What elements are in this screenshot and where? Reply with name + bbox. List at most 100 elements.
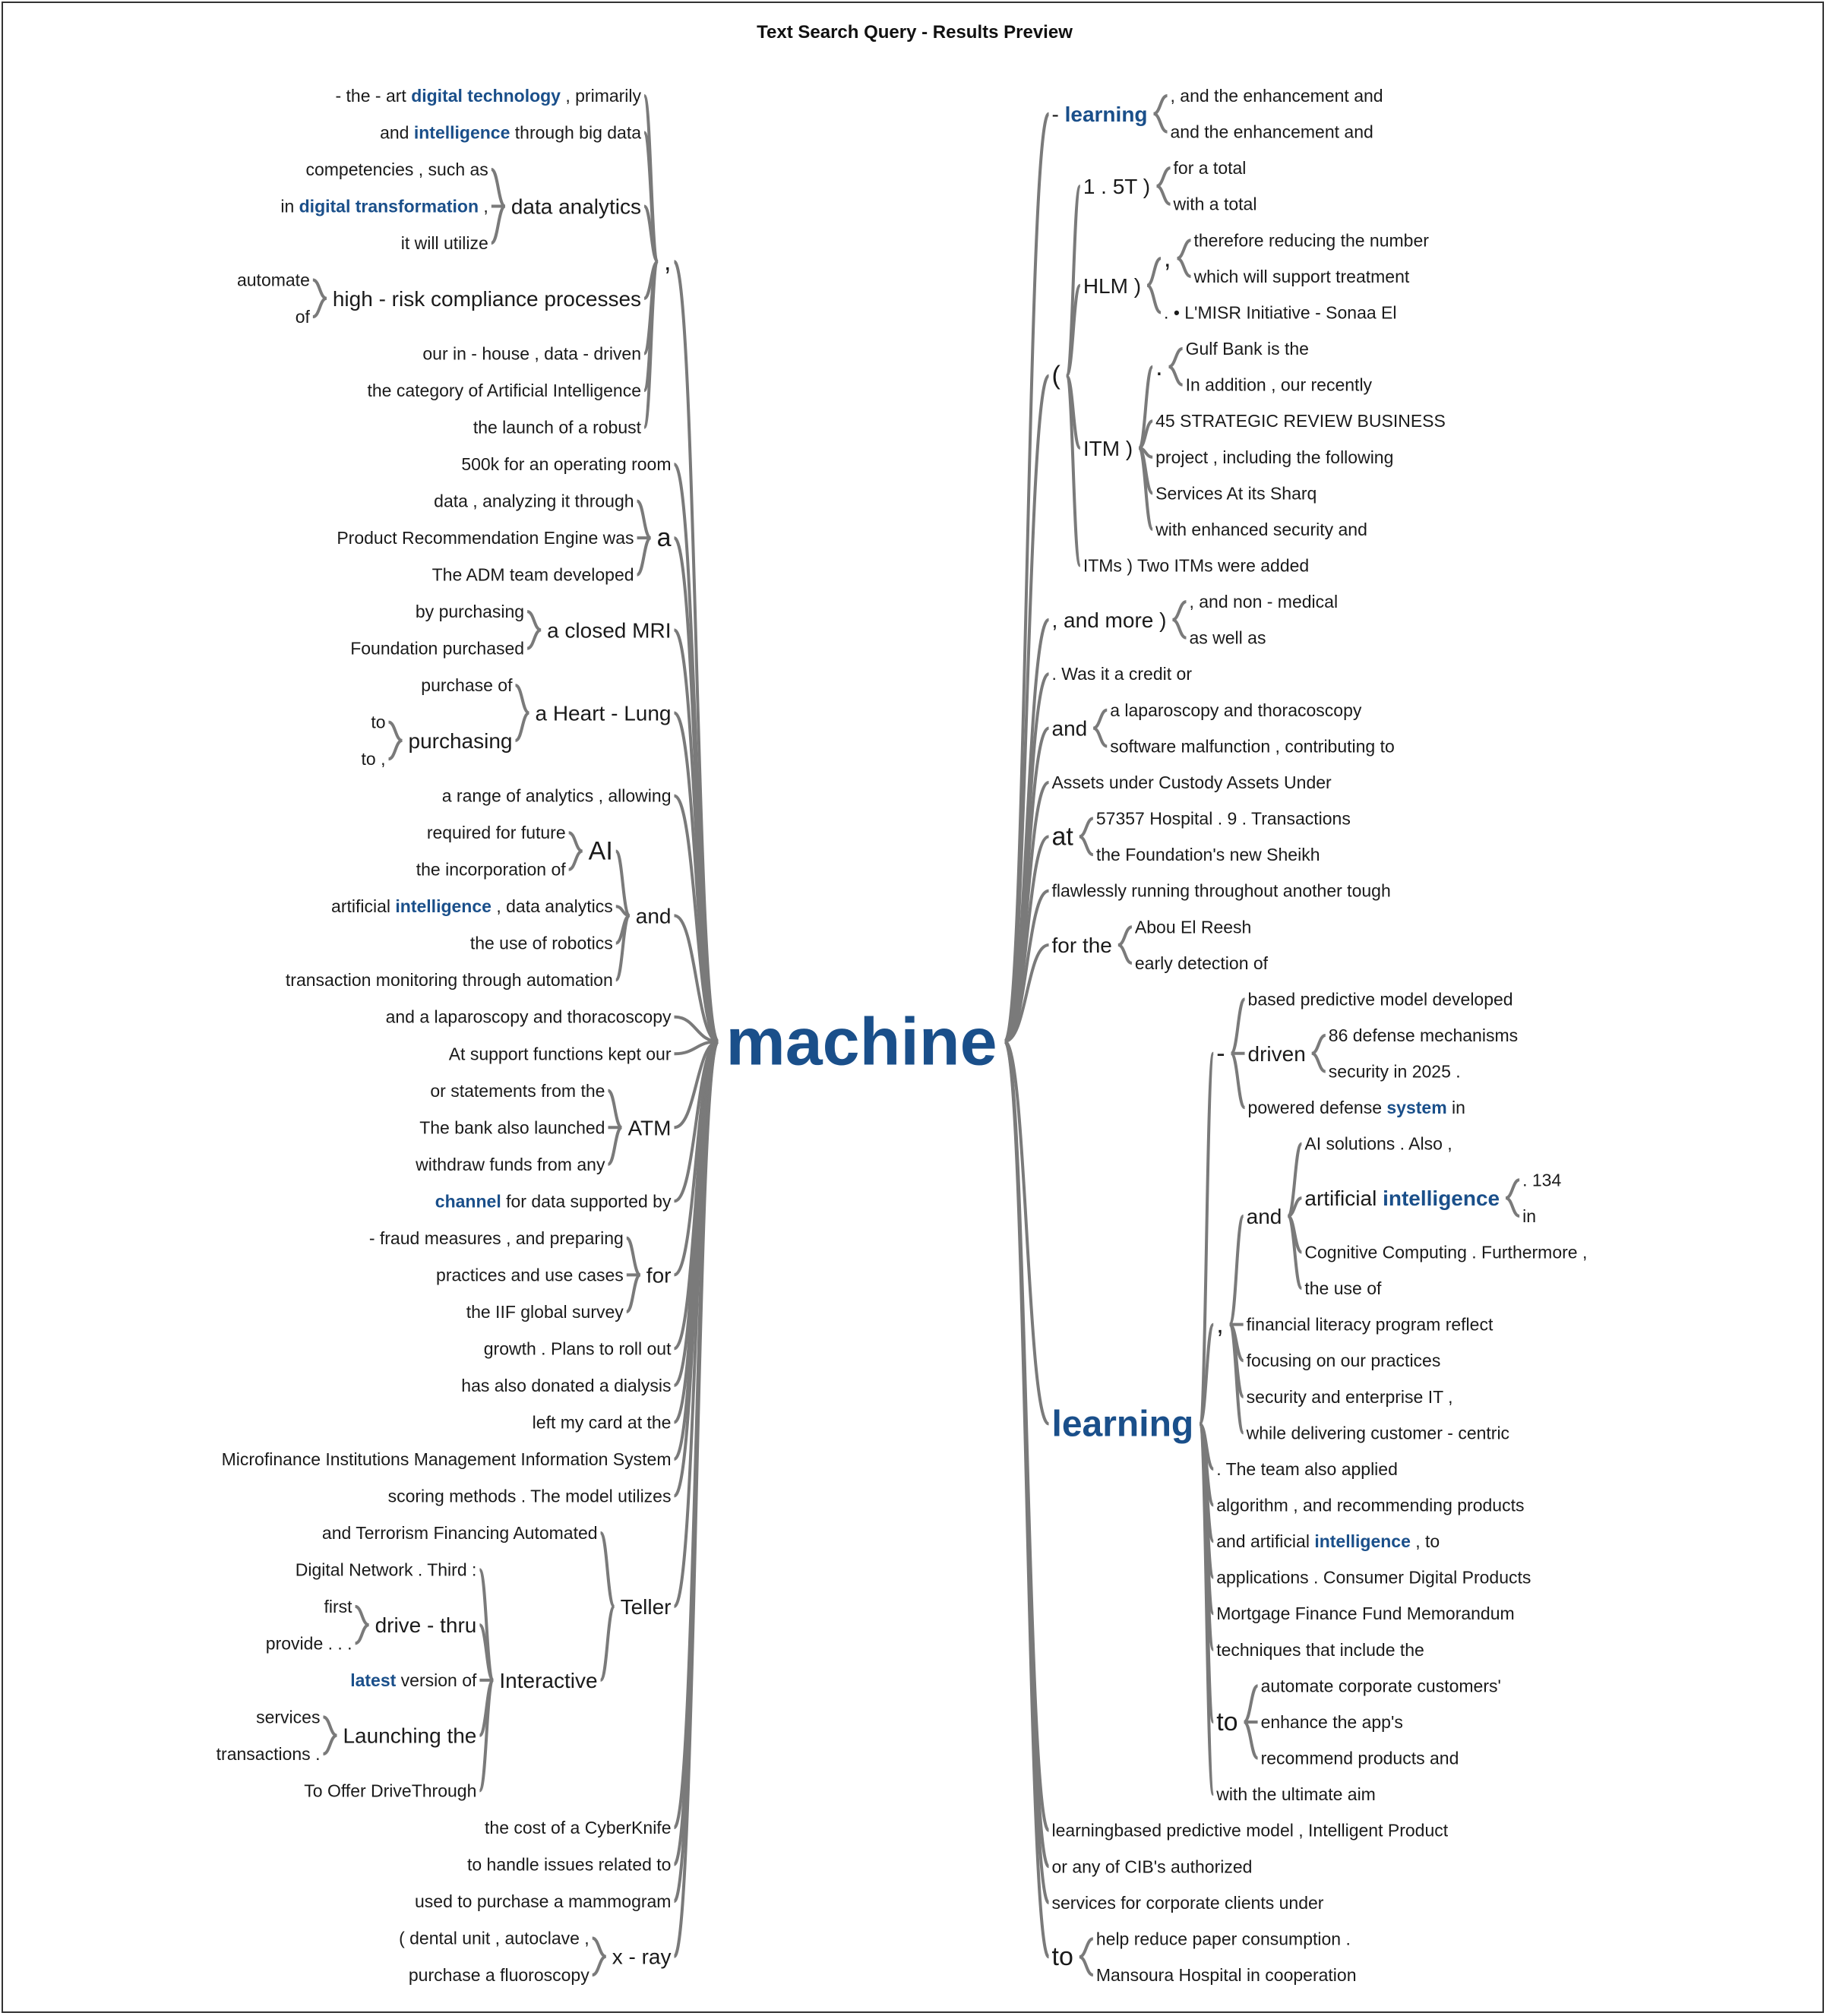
tree-leaf-phrase: To Offer DriveThrough bbox=[304, 1781, 476, 1800]
tree-leaf-phrase: . 134 bbox=[1522, 1170, 1561, 1190]
tree-branch-link bbox=[1228, 1322, 1245, 1435]
tree-leaf-phrase: for a total bbox=[1174, 158, 1247, 178]
tree-leaf-phrase: withdraw funds from any bbox=[415, 1155, 605, 1174]
tree-branch-link bbox=[625, 1273, 641, 1313]
tree-branch-link bbox=[526, 610, 542, 632]
tree-leaf-phrase: Foundation purchased bbox=[350, 639, 524, 659]
tree-branch-link bbox=[607, 1089, 623, 1130]
tree-leaf-phrase: Digital Network . Third : bbox=[296, 1559, 477, 1579]
tree-leaf-phrase: a laparoscopy and thoracoscopy bbox=[1110, 700, 1362, 720]
tree-leaf-phrase: or statements from the bbox=[430, 1081, 605, 1101]
tree-leaf-phrase: while delivering customer - centric bbox=[1246, 1423, 1509, 1442]
tree-leaf-phrase: services for corporate clients under bbox=[1052, 1893, 1324, 1913]
tree-branch-phrase: ( bbox=[1052, 362, 1061, 390]
tree-branch-phrase: for the bbox=[1052, 934, 1112, 957]
tree-branch-link bbox=[568, 831, 583, 853]
tree-branch-link bbox=[1168, 365, 1184, 387]
tree-leaf-phrase: by purchasing bbox=[416, 602, 524, 621]
tree-branch-link bbox=[1155, 184, 1171, 206]
tree-branch-link bbox=[322, 1715, 338, 1737]
tree-branch-link bbox=[614, 914, 631, 982]
tree-branch-phrase: AI bbox=[589, 836, 613, 865]
tree-branch-link bbox=[1243, 1720, 1259, 1760]
tree-branch-link bbox=[1092, 708, 1108, 730]
tree-branch-link bbox=[1003, 1040, 1051, 1959]
tree-leaf-phrase: used to purchase a mammogram bbox=[415, 1891, 672, 1911]
tree-branch-link bbox=[387, 738, 403, 761]
tree-branch-link bbox=[490, 168, 506, 208]
tree-branch-phrase: Teller bbox=[621, 1594, 672, 1618]
tree-leaf-phrase: first bbox=[324, 1597, 353, 1616]
tree-branch-link bbox=[1243, 1684, 1259, 1724]
tree-branch-phrase: . bbox=[1155, 352, 1162, 381]
tree-leaf-phrase: flawlessly running throughout another to… bbox=[1052, 881, 1391, 901]
tree-branch-link bbox=[1092, 726, 1108, 748]
tree-branch-phrase: , bbox=[1164, 244, 1171, 273]
tree-branch-phrase: and bbox=[1247, 1204, 1282, 1228]
tree-branch-link bbox=[1004, 1040, 1050, 1426]
tree-branch-link bbox=[1079, 1955, 1094, 1977]
tree-branch-link bbox=[1171, 600, 1187, 621]
tree-branch-phrase: artificial intelligence bbox=[1304, 1187, 1500, 1210]
tree-branch-link bbox=[673, 914, 719, 1043]
tree-branch-link bbox=[1152, 94, 1168, 115]
tree-leaf-phrase: based predictive model developed bbox=[1248, 989, 1513, 1009]
tree-leaf-phrase: , and non - medical bbox=[1189, 592, 1338, 611]
tree-leaf-phrase: The bank also launched bbox=[419, 1117, 605, 1137]
tree-leaf-phrase: Mortgage Finance Fund Memorandum bbox=[1216, 1604, 1514, 1623]
tree-leaf-phrase: a range of analytics , allowing bbox=[442, 786, 672, 806]
tree-leaf-phrase: transaction monitoring through automatio… bbox=[286, 970, 613, 990]
tree-branch-phrase: a bbox=[657, 523, 672, 552]
tree-leaf-phrase: provide . . . bbox=[266, 1633, 352, 1653]
tree-leaf-phrase: enhance the app's bbox=[1261, 1712, 1403, 1732]
tree-branch-phrase: driven bbox=[1248, 1041, 1306, 1065]
tree-leaf-phrase: with the ultimate aim bbox=[1215, 1784, 1376, 1804]
tree-leaf-phrase: . • L'MISR Initiative - Sonaa El bbox=[1164, 302, 1396, 322]
tree-branch-link bbox=[592, 1954, 607, 1977]
tree-branch-phrase: a Heart - Lung bbox=[535, 701, 671, 725]
tree-leaf-phrase: Microfinance Institutions Management Inf… bbox=[222, 1449, 672, 1469]
tree-leaf-phrase: with enhanced security and bbox=[1155, 520, 1367, 539]
tree-branch-phrase: - bbox=[1216, 1039, 1225, 1068]
tree-leaf-phrase: our in - house , data - driven bbox=[422, 344, 641, 364]
tree-leaf-phrase: focusing on our practices bbox=[1247, 1351, 1441, 1370]
tree-leaf-phrase: 45 STRATEGIC REVIEW BUSINESS bbox=[1155, 411, 1446, 431]
tree-leaf-phrase: financial literacy program reflect bbox=[1247, 1315, 1494, 1335]
tree-branch-phrase: , and more ) bbox=[1052, 608, 1167, 631]
tree-branch-phrase: learning bbox=[1052, 1404, 1194, 1444]
tree-branch-link bbox=[354, 1604, 370, 1627]
tree-branch-link bbox=[643, 204, 660, 264]
tree-leaf-phrase: in digital transformation , bbox=[280, 197, 488, 216]
tree-leaf-phrase: 57357 Hospital . 9 . Transactions bbox=[1096, 809, 1351, 829]
tree-leaf-phrase: in bbox=[1522, 1206, 1536, 1226]
tree-branch-link bbox=[1198, 1051, 1215, 1426]
tree-branch-link bbox=[1079, 1937, 1094, 1959]
tree-branch-link bbox=[514, 684, 530, 715]
tree-leaf-phrase: competencies , such as bbox=[305, 160, 488, 179]
tree-leaf-phrase: the IIF global survey bbox=[466, 1302, 624, 1322]
tree-leaf-phrase: and Terrorism Financing Automated bbox=[322, 1523, 598, 1543]
tree-leaf-phrase: automate corporate customers' bbox=[1261, 1676, 1501, 1695]
tree-branch-link bbox=[1146, 257, 1162, 287]
tree-branch-link bbox=[1079, 817, 1094, 839]
tree-leaf-phrase: recommend products and bbox=[1261, 1749, 1459, 1768]
tree-leaf-phrase: latest version of bbox=[350, 1670, 477, 1690]
tree-branch-link bbox=[1079, 835, 1094, 857]
tree-branch-link bbox=[478, 1678, 495, 1793]
tree-branch-phrase: x - ray bbox=[612, 1945, 672, 1968]
tree-leaf-phrase: In addition , our recently bbox=[1186, 375, 1373, 395]
tree-leaf-phrase: . Was it a credit or bbox=[1052, 664, 1193, 684]
tree-branch-link bbox=[568, 849, 583, 871]
tree-leaf-phrase: to bbox=[371, 713, 385, 732]
tree-branch-link bbox=[1198, 1322, 1215, 1426]
tree-branch-link bbox=[1198, 1422, 1215, 1796]
tree-leaf-phrase: to , bbox=[362, 749, 386, 769]
tree-branch-link bbox=[322, 1733, 338, 1755]
tree-leaf-phrase: or any of CIB's authorized bbox=[1052, 1856, 1253, 1876]
tree-branch-link bbox=[599, 1604, 616, 1682]
tree-leaf-phrase: AI solutions . Also , bbox=[1304, 1134, 1452, 1154]
tree-leaf-phrase: security in 2025 . bbox=[1329, 1062, 1461, 1082]
tree-branch-link bbox=[625, 1236, 641, 1277]
tree-leaf-phrase: algorithm , and recommending products bbox=[1216, 1496, 1524, 1515]
